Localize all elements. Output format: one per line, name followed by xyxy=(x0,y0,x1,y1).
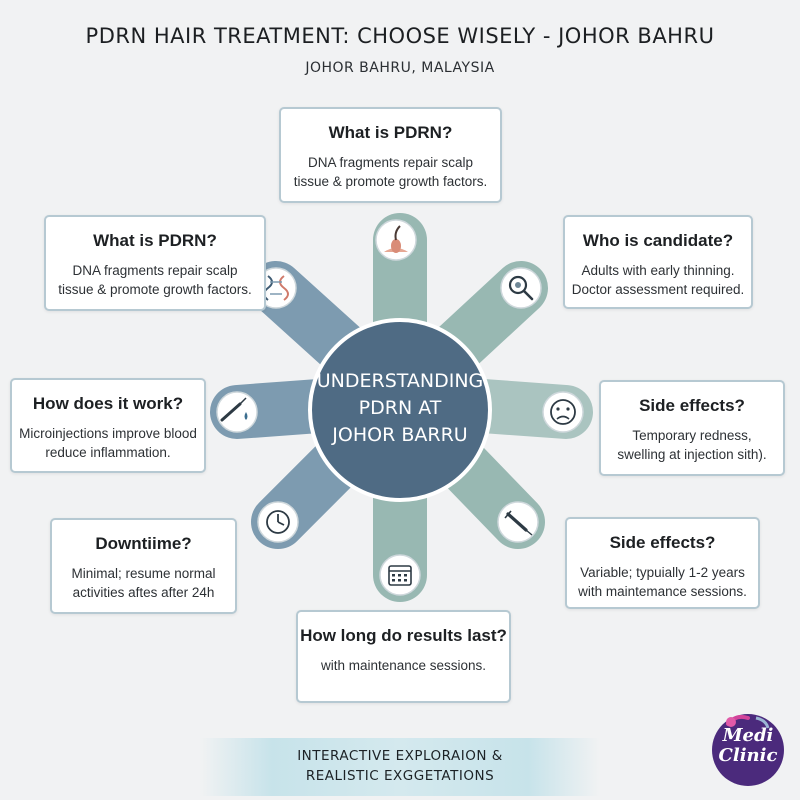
banner-line-2: REALISTIC EXGGETATIONS xyxy=(305,768,495,784)
card-title: What is PDRN? xyxy=(328,123,453,142)
card-bottom-right: Side effects? Variable; typuially 1-2 ye… xyxy=(565,517,760,609)
card-right: Side effects? Temporary redness, swellin… xyxy=(599,380,785,476)
calendar-icon xyxy=(379,554,421,596)
page-title: PDRN HAIR TREATMENT: CHOOSE WISELY - JOH… xyxy=(85,24,715,48)
card-body: Adults with early thinning. Doctor asses… xyxy=(571,263,745,297)
banner-line-1: INTERACTIVE EXPLORAION & xyxy=(297,748,503,764)
card-body: with maintenance sessions. xyxy=(320,658,487,673)
card-top-right: Who is candidate? Adults with early thin… xyxy=(563,215,753,309)
page-subtitle: JOHOR BAHRU, MALAYSIA xyxy=(305,60,495,76)
card-body: Minimal; resume normal activities aftes … xyxy=(71,566,216,600)
logo-badge xyxy=(712,714,784,786)
hub-line-1: UNDERSTANDING xyxy=(316,370,484,392)
syringe-icon xyxy=(497,501,539,543)
hub-circle xyxy=(308,318,492,502)
hub-line-3: JOHOR BARRU xyxy=(332,424,468,446)
sad-face-icon xyxy=(542,391,584,433)
hub-line-2: PDRN AT xyxy=(358,397,442,419)
card-body: DNA fragments repair scalp tissue & prom… xyxy=(58,263,252,297)
card-body: DNA fragments repair scalp tissue & prom… xyxy=(293,155,488,189)
card-body: Variable; typuially 1-2 years with maint… xyxy=(578,565,747,599)
card-title: How long do results last? xyxy=(300,626,507,645)
card-body: Microinjections improve blood reduce inf… xyxy=(19,426,197,460)
card-title: How does it work? xyxy=(32,394,184,413)
card-bottom-left: Downtiime? Minimal; resume normal activi… xyxy=(50,518,237,614)
hub-label: UNDERSTANDING PDRN AT JOHOR BARRU xyxy=(310,368,490,449)
syringe-drop-icon xyxy=(216,391,258,433)
hair-follicle-icon xyxy=(375,219,417,261)
logo-text: Medi Clinic xyxy=(718,725,778,766)
magnifier-icon xyxy=(500,267,542,309)
card-title: Who is candidate? xyxy=(582,231,734,250)
clock-icon xyxy=(257,501,299,543)
card-title: Side effects? xyxy=(639,396,745,415)
medi-clinic-logo: Medi Clinic xyxy=(706,706,790,790)
card-title: Downtiime? xyxy=(95,534,192,553)
footer-banner: INTERACTIVE EXPLORAION & REALISTIC EXGGE… xyxy=(200,738,600,796)
card-top: What is PDRN? DNA fragments repair scalp… xyxy=(279,107,502,203)
card-body: Temporary redness, swelling at injection… xyxy=(617,428,767,462)
card-title: What is PDRN? xyxy=(93,231,217,250)
card-title: Side effects? xyxy=(609,533,716,552)
card-bottom: How long do results last? with maintenan… xyxy=(296,610,511,703)
card-left: How does it work? Microinjections improv… xyxy=(10,378,206,473)
card-top-left: What is PDRN? DNA fragments repair scalp… xyxy=(44,215,266,311)
